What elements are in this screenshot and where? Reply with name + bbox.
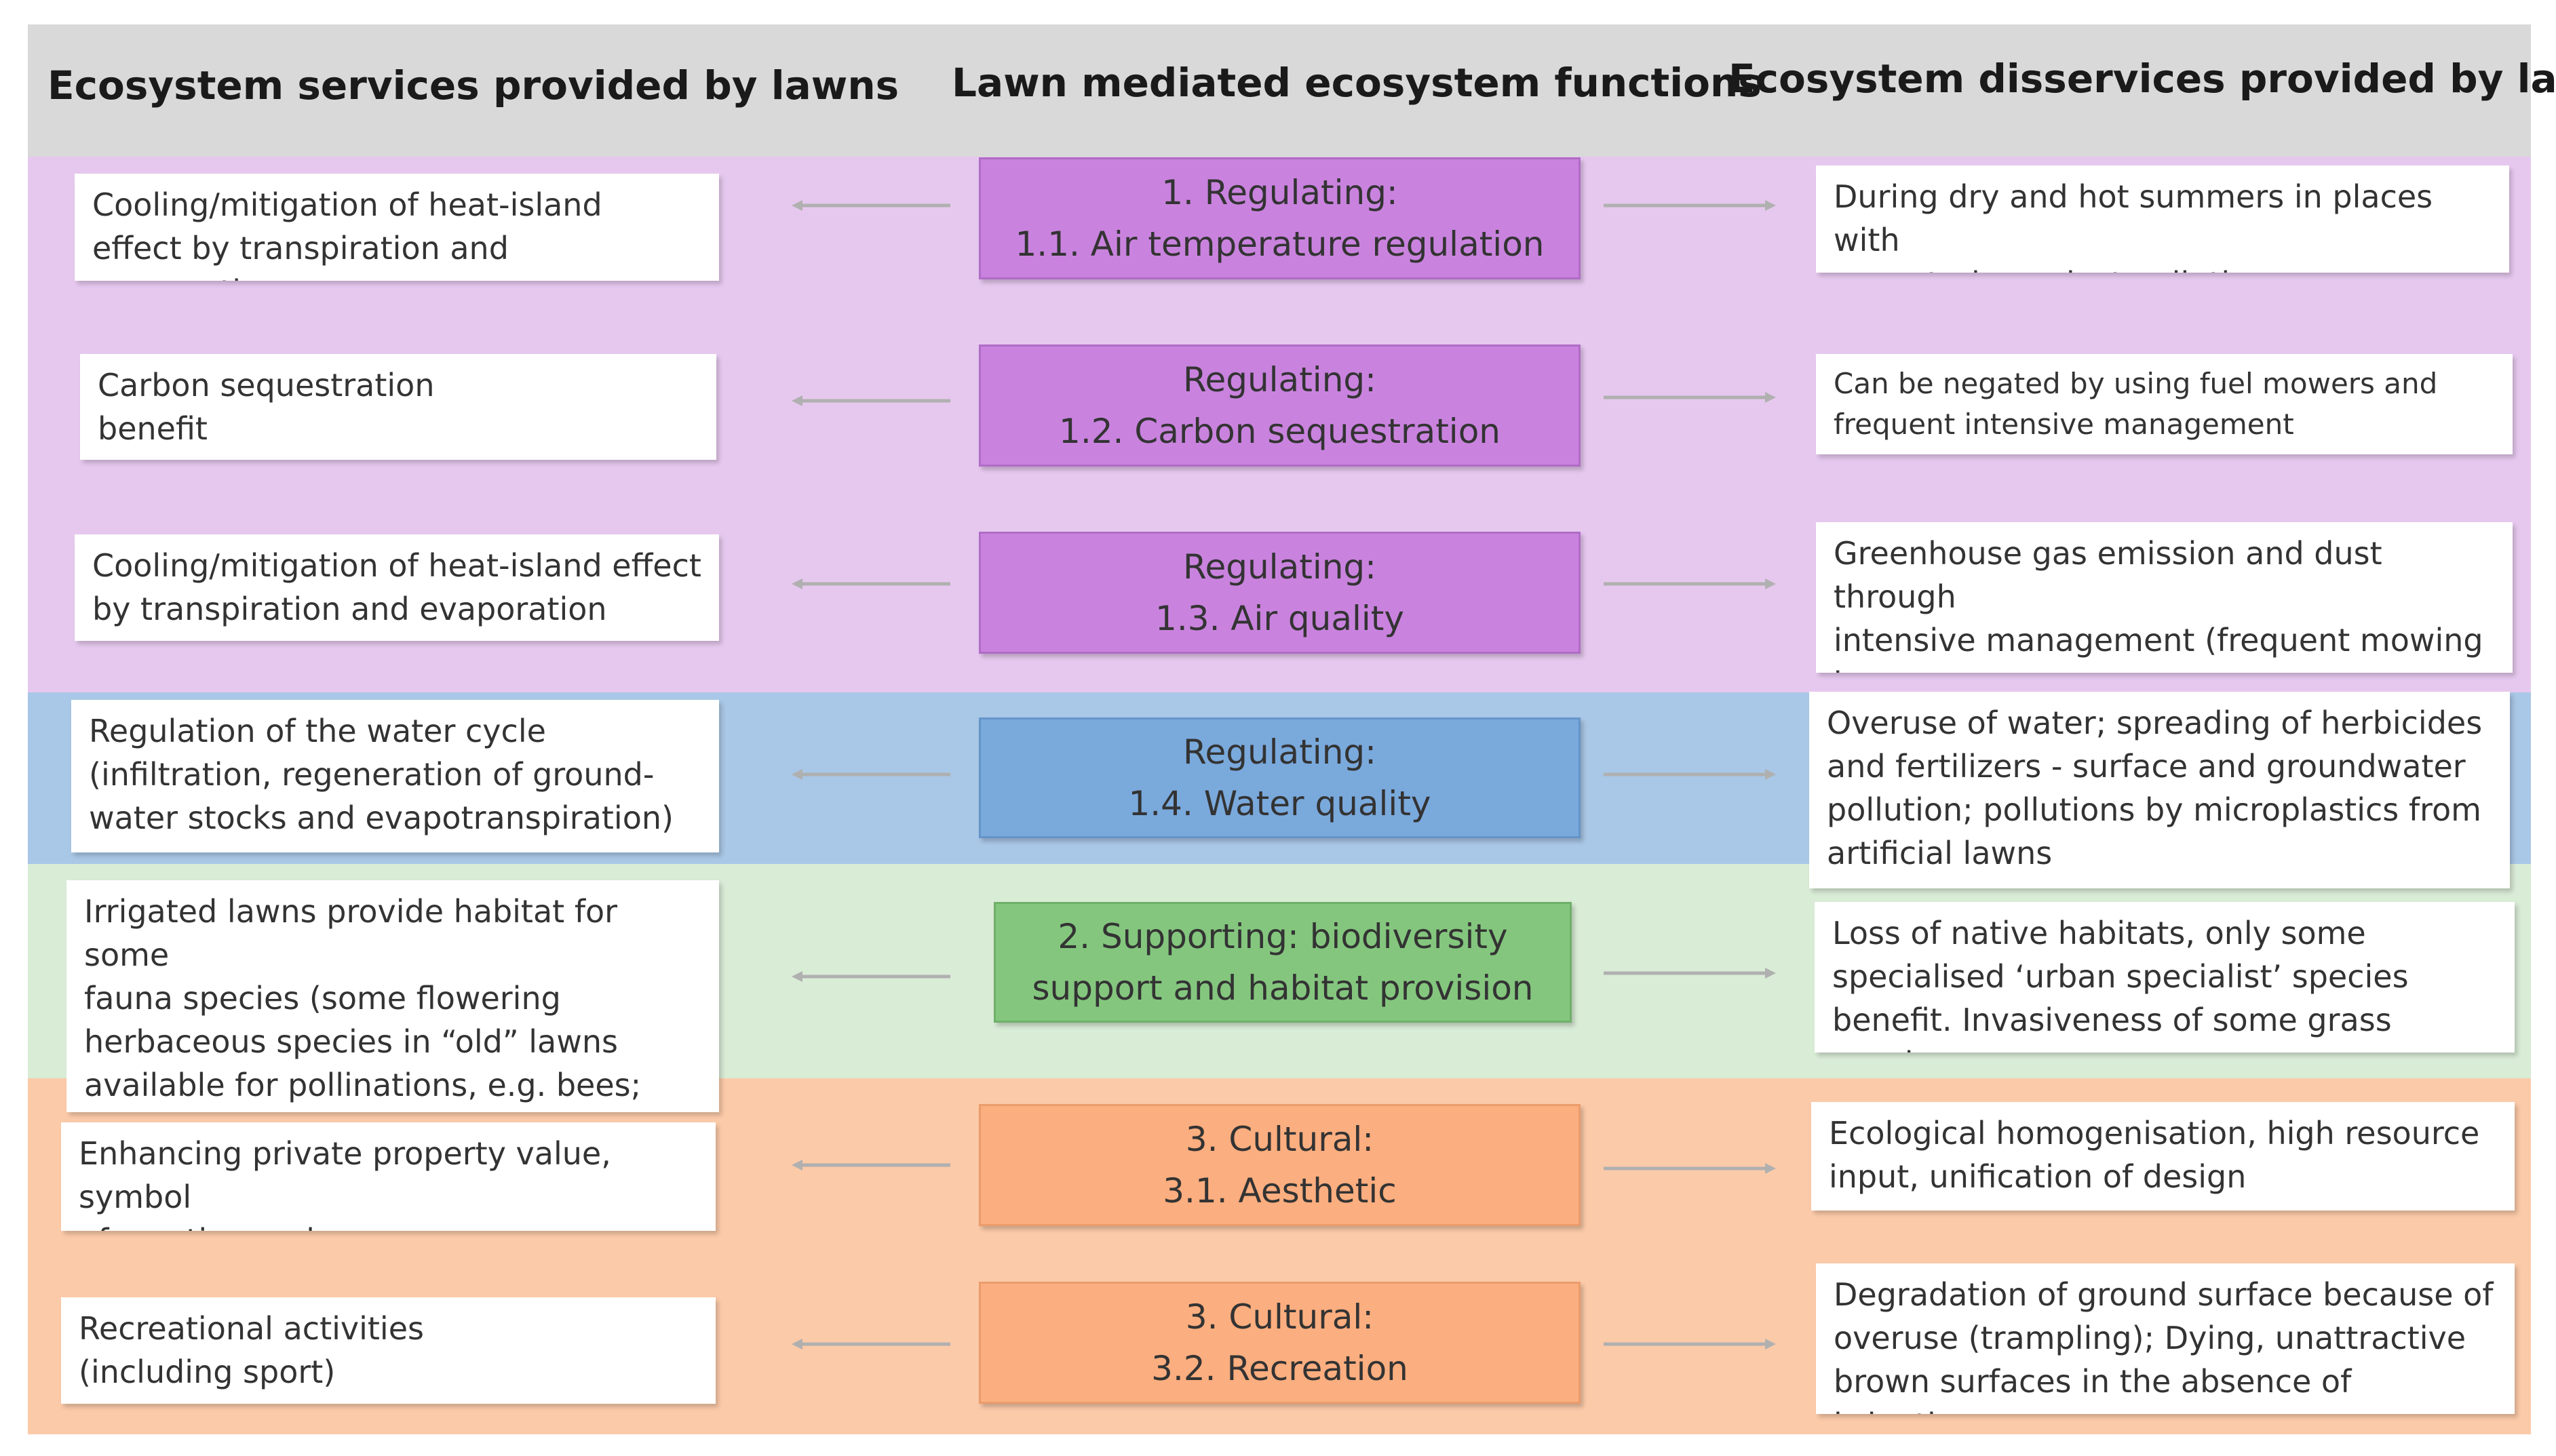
arrow-right-row5 (1604, 968, 1776, 979)
arrow-left-row4 (792, 769, 950, 780)
header-band (28, 24, 2531, 157)
arrow-right-row1 (1604, 200, 1776, 211)
disservices-column-header: Ecosystem disservices provided by lawns (1728, 56, 2556, 102)
function-box-aesthetic: 3. Cultural: 3.1. Aesthetic (979, 1104, 1581, 1226)
arrow-right-row3 (1604, 578, 1776, 589)
disservice-box-water: Overuse of water; spreading of herbicide… (1809, 692, 2510, 888)
disservice-box-air-quality: Greenhouse gas emission and dust through… (1816, 522, 2513, 673)
disservice-box-carbon: Can be negated by using fuel mowers and … (1816, 354, 2513, 454)
disservice-box-air-temperature: During dry and hot summers in places wit… (1816, 165, 2509, 273)
arrow-right-row6 (1604, 1163, 1776, 1174)
service-box-recreation: Recreational activities (including sport… (61, 1297, 716, 1404)
service-box-habitat: Irrigated lawns provide habitat for some… (66, 880, 719, 1112)
function-box-air-temperature: 1. Regulating: 1.1. Air temperature regu… (979, 157, 1581, 279)
arrow-left-row2 (792, 395, 950, 406)
disservice-box-habitat: Loss of native habitats, only some speci… (1815, 902, 2515, 1052)
functions-column-header: Lawn mediated ecosystem functions (952, 60, 1762, 106)
function-box-water: Regulating: 1.4. Water quality (979, 717, 1581, 838)
arrow-right-row7 (1604, 1339, 1776, 1350)
function-box-air-quality: Regulating: 1.3. Air quality (979, 532, 1581, 654)
service-box-air-temperature: Cooling/mitigation of heat-island effect… (75, 174, 719, 281)
arrow-left-row1 (792, 200, 950, 211)
function-box-recreation: 3. Cultural: 3.2. Recreation (979, 1282, 1581, 1404)
disservice-box-recreation: Degradation of ground surface because of… (1816, 1263, 2515, 1414)
arrow-left-row3 (792, 578, 950, 589)
service-box-carbon: Carbon sequestration benefit (80, 354, 716, 460)
arrow-right-row4 (1604, 769, 1776, 780)
function-box-habitat: 2. Supporting: biodiversity support and … (994, 902, 1572, 1023)
arrow-left-row6 (792, 1160, 950, 1170)
arrow-left-row5 (792, 971, 950, 982)
service-box-aesthetic: Enhancing private property value, symbol… (61, 1122, 716, 1231)
disservice-box-aesthetic: Ecological homogenisation, high resource… (1811, 1102, 2515, 1211)
arrow-left-row7 (792, 1339, 950, 1350)
service-box-water: Regulation of the water cycle (infiltrat… (71, 700, 719, 852)
function-box-carbon: Regulating: 1.2. Carbon sequestration (979, 345, 1581, 467)
service-box-air-quality: Cooling/mitigation of heat-island effect… (75, 534, 719, 641)
arrow-right-row2 (1604, 392, 1776, 403)
services-column-header: Ecosystem services provided by lawns (47, 62, 899, 109)
